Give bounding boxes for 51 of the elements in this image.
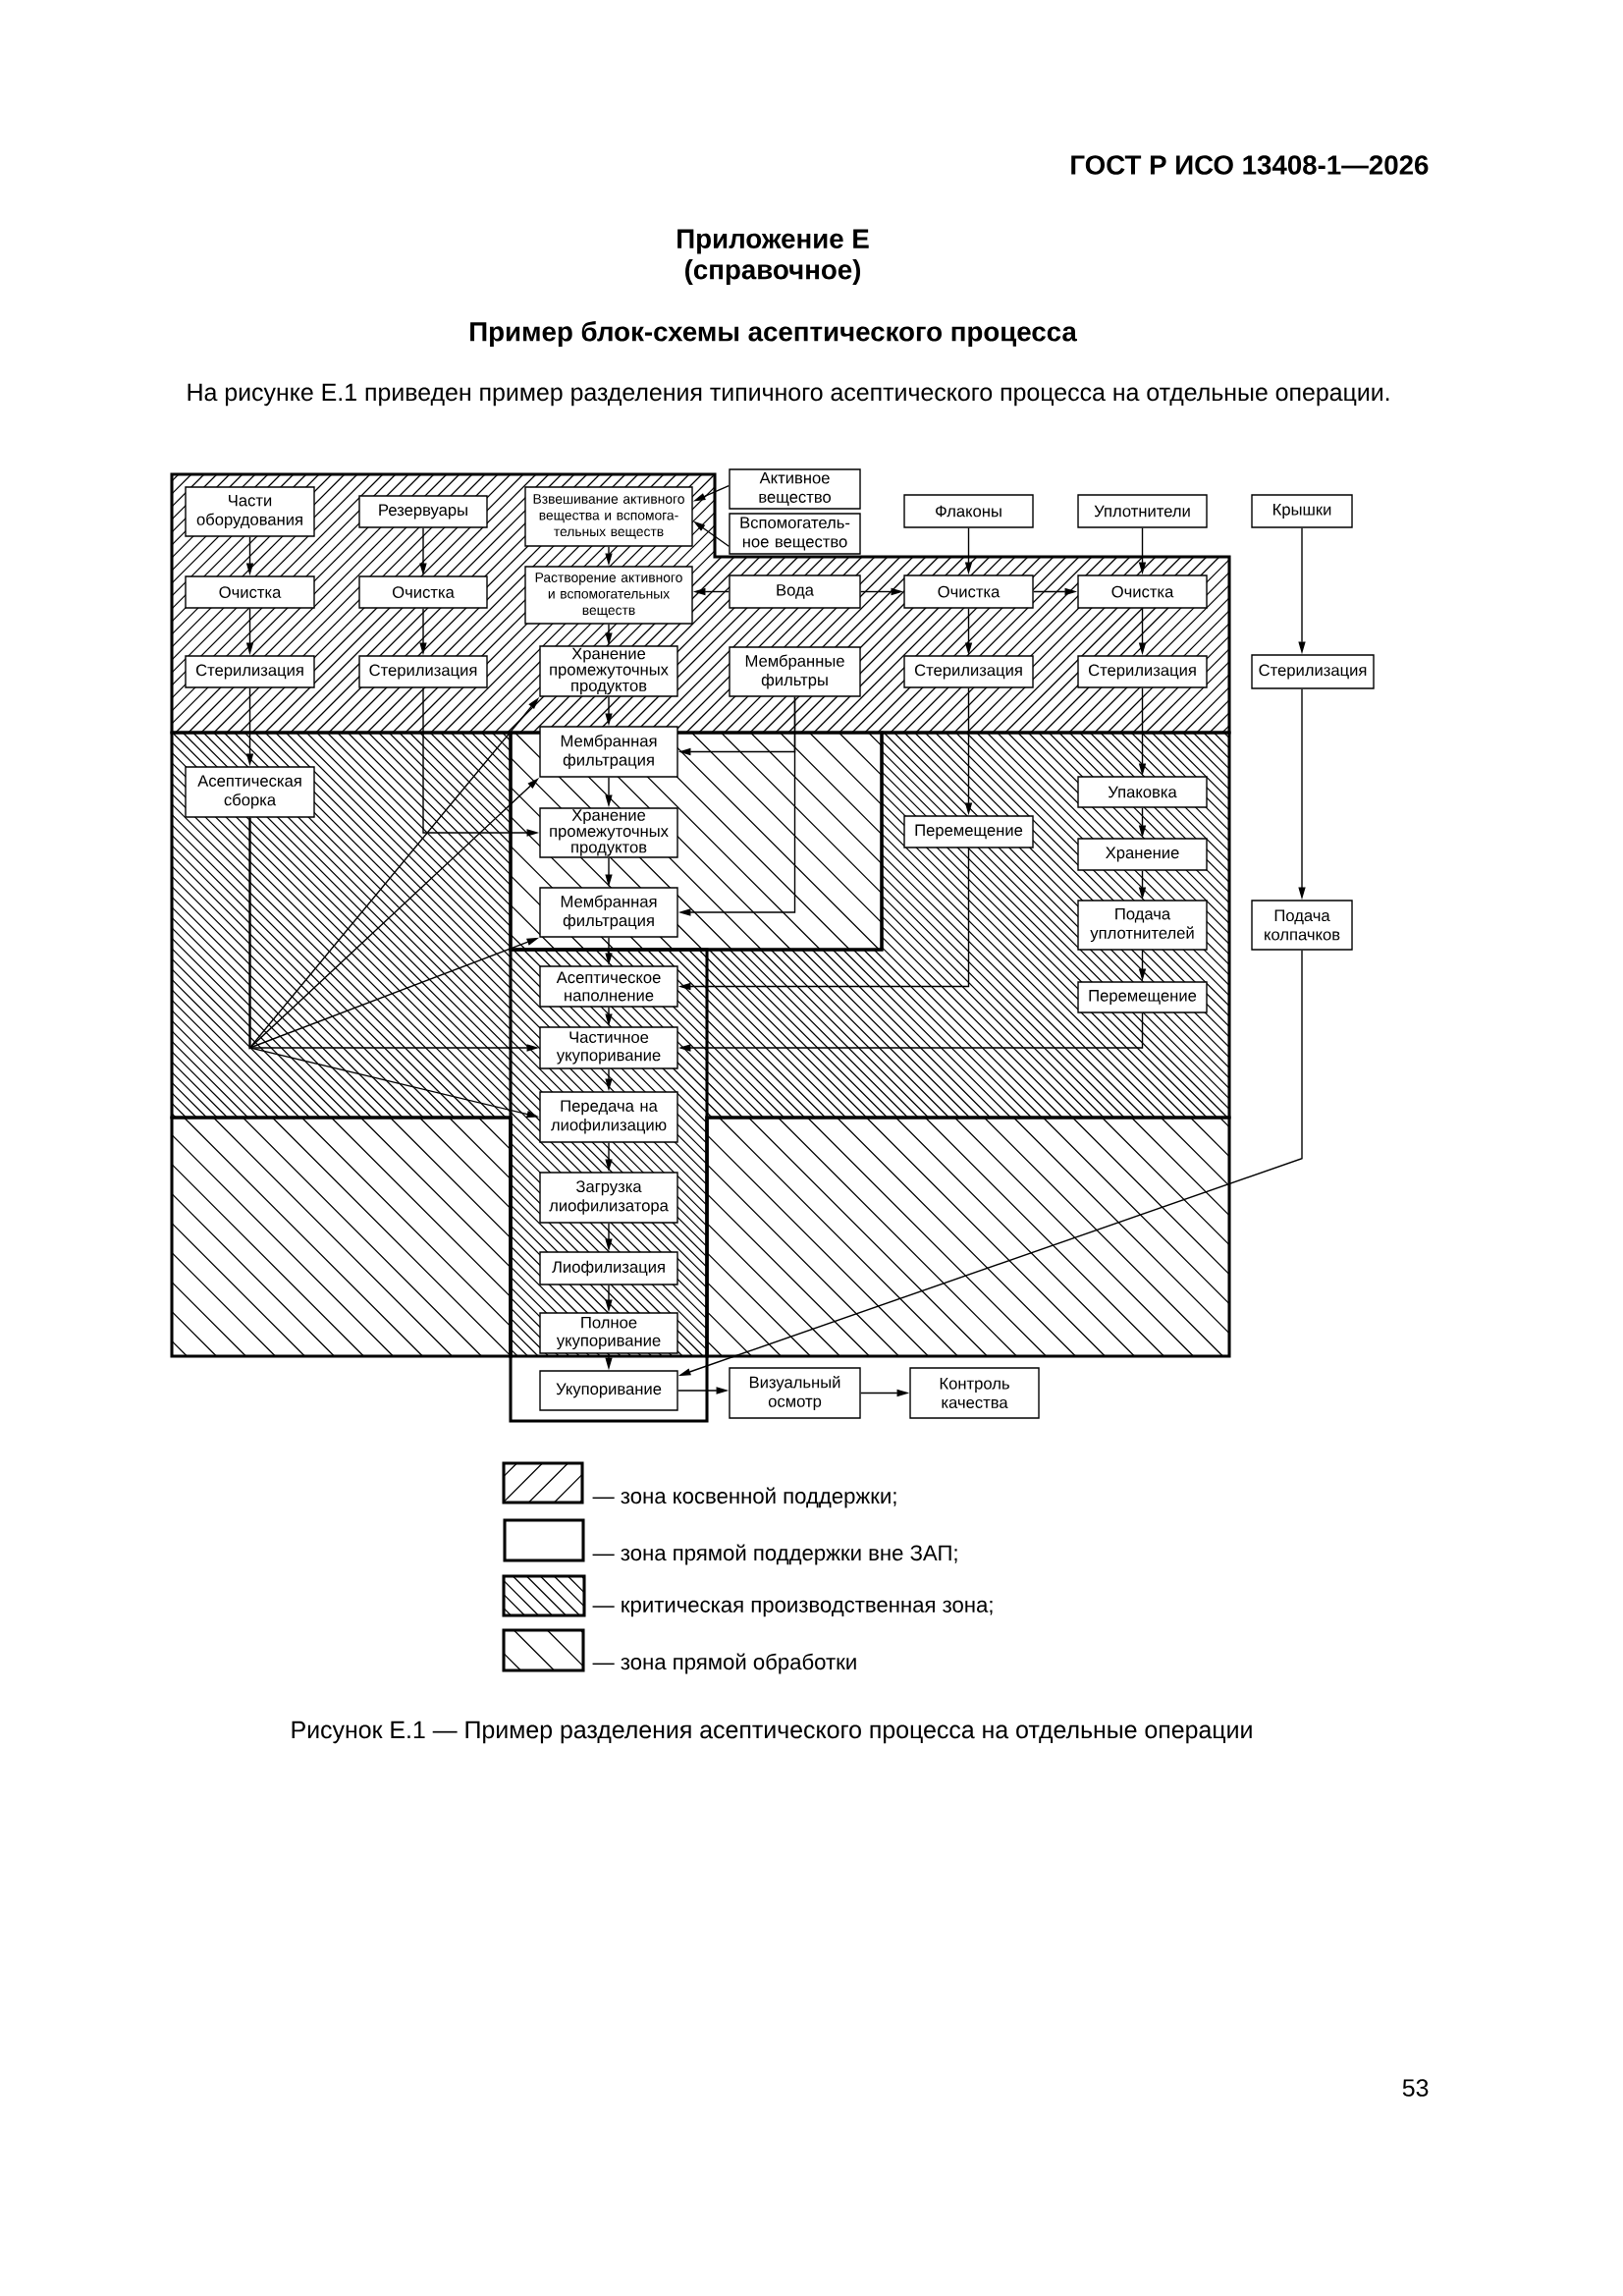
process-box: Хранение промежуточных продуктов bbox=[539, 645, 678, 697]
figure-caption: Рисунок Е.1 — Пример разделения асептического процесса на отдельные операции bbox=[292, 1721, 1252, 1744]
process-box: Мембранная фильтрация bbox=[539, 726, 678, 778]
process-box: Асептическое наполнение bbox=[539, 965, 678, 1008]
process-box: Подача колпачков bbox=[1251, 900, 1353, 951]
process-box: Уплотнители bbox=[1077, 494, 1208, 528]
process-box: Вспомогатель- ное вещество bbox=[729, 513, 861, 555]
annex-heading: Приложение Е bbox=[677, 229, 869, 254]
process-box: Очистка bbox=[1077, 574, 1208, 609]
intro-text: На рисунке Е.1 приведен пример разделения типичного асептического процесса на отдельные операции. bbox=[188, 383, 1389, 407]
section-title: Пример блок-схемы асептического процесса bbox=[470, 320, 1077, 347]
process-box: Очистка bbox=[903, 574, 1034, 609]
process-box: Перемещение bbox=[1077, 981, 1208, 1013]
legend-text: — зона прямой обработки bbox=[592, 1653, 856, 1674]
process-box: Лиофилизация bbox=[539, 1251, 678, 1285]
process-box: Стерилизация bbox=[903, 655, 1034, 688]
process-box: Очистка bbox=[185, 575, 315, 609]
legend-text: — зона прямой поддержки вне ЗАП; bbox=[592, 1544, 957, 1565]
process-box: Визуальный осмотр bbox=[729, 1367, 861, 1419]
legend-text: — зона косвенной поддержки; bbox=[592, 1487, 896, 1508]
process-box: Загрузка лиофилизатора bbox=[539, 1172, 678, 1224]
process-box: Стерилизация bbox=[1077, 655, 1208, 688]
process-box: Передача на лиофилизацию bbox=[539, 1091, 678, 1143]
process-box: Резервуары bbox=[358, 495, 488, 528]
process-box: Мембранные фильтры bbox=[729, 646, 861, 697]
process-box: Флаконы bbox=[903, 494, 1034, 528]
process-box: Стерилизация bbox=[358, 655, 488, 688]
process-box: Контроль качества bbox=[909, 1367, 1040, 1419]
process-box: Вода bbox=[729, 574, 861, 609]
process-box: Хранение промежуточных продуктов bbox=[539, 807, 678, 858]
process-box: Растворение активного и вспомогательных веществ bbox=[524, 566, 693, 625]
process-box: Стерилизация bbox=[1251, 654, 1375, 689]
process-box: Стерилизация bbox=[185, 655, 315, 688]
legend-text: — критическая производственная зона; bbox=[592, 1600, 993, 1617]
process-box: Части оборудования bbox=[185, 486, 315, 537]
page-number: 53 bbox=[1402, 2079, 1429, 2097]
process-box: Асептическая сборка bbox=[185, 766, 315, 818]
process-box: Активное вещество bbox=[729, 468, 861, 510]
document-number: ГОСТ Р ИСО 13408-1—2026 bbox=[1071, 155, 1429, 175]
process-box: Крышки bbox=[1251, 494, 1353, 528]
process-box: Частичное укупоривание bbox=[539, 1026, 678, 1069]
process-box: Перемещение bbox=[903, 815, 1034, 848]
process-box: Полное укупоривание bbox=[539, 1312, 678, 1354]
process-box: Взвешивание активного вещества и вспомога- тельных веществ bbox=[524, 486, 693, 547]
process-box: Хранение bbox=[1077, 838, 1208, 871]
process-box: Очистка bbox=[358, 575, 488, 609]
annex-status: (справочное) bbox=[685, 259, 861, 285]
process-box: Упаковка bbox=[1077, 776, 1208, 808]
process-box: Подача уплотнителей bbox=[1077, 900, 1208, 951]
process-box: Укупоривание bbox=[539, 1370, 678, 1411]
process-box: Мембранная фильтрация bbox=[539, 887, 678, 938]
